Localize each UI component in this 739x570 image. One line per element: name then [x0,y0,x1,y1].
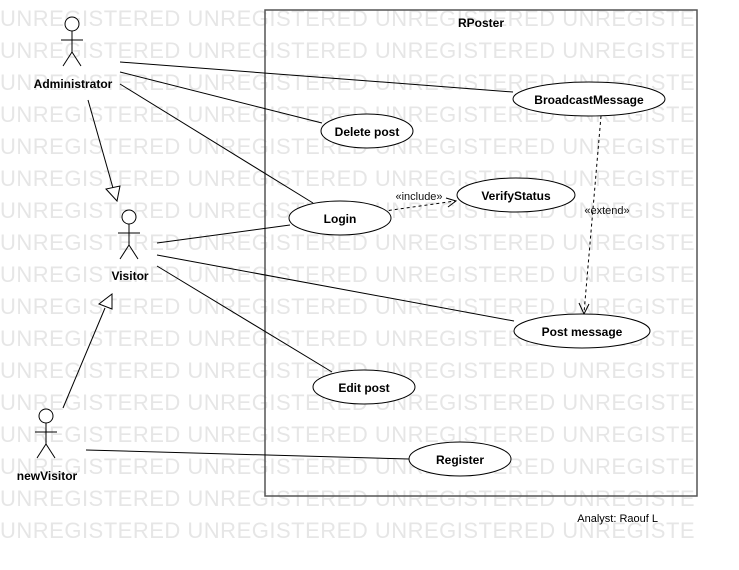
extend-label: «extend» [584,205,629,217]
usecase-register[interactable] [408,441,512,477]
usecase-register-label: Register [436,453,484,467]
actor-administrator-figure[interactable] [61,16,83,67]
usecase-delete-label: Delete post [335,125,400,139]
usecase-login[interactable] [288,200,392,236]
usecase-login-label: Login [324,212,357,226]
analyst-credit: Analyst: Raouf L [577,513,658,525]
gen-newvisitor-visitor-arrow [97,292,113,310]
actor-newvisitor-label: newVisitor [17,469,78,483]
system-boundary [264,9,698,497]
usecase-verify-label: VerifyStatus [481,189,551,203]
watermark-row: UNREGISTERED UNREGISTERED UNREGISTERED U… [0,40,696,62]
usecase-edit-label: Edit post [338,381,389,395]
include-label: «include» [395,191,442,203]
watermark-row: UNREGISTERED UNREGISTERED UNREGISTERED U… [0,264,696,286]
gen-admin-visitor-line [87,99,114,189]
usecase-verify-status[interactable] [456,177,576,213]
watermark-row: UNREGISTERED UNREGISTERED UNREGISTERED U… [0,104,696,126]
system-name: RPoster [458,16,504,30]
gen-newvisitor-visitor-line [62,307,106,409]
gen-admin-visitor-arrow [105,185,121,203]
extend-relation: «extend» [578,115,630,316]
generalizations [62,99,121,409]
usecase-broadcast-message[interactable] [512,81,666,117]
watermark-row: UNREGISTERED UNREGISTERED UNREGISTERED U… [0,520,696,542]
actor-newvisitor-figure[interactable] [35,408,57,459]
assoc-admin-broadcast [119,61,514,93]
watermark-row: UNREGISTERED UNREGISTERED UNREGISTERED U… [0,232,696,254]
usecase-broadcast-label: BroadcastMessage [534,93,644,107]
watermark-row: UNREGISTERED UNREGISTERED UNREGISTERED U… [0,488,696,510]
actor-administrator-label: Administrator [34,77,113,91]
usecase-post-message[interactable] [513,313,651,349]
assoc-visitor-post [156,254,515,322]
actor-visitor-label: Visitor [111,269,148,283]
watermark-row: UNREGISTERED UNREGISTERED UNREGISTERED U… [0,72,696,94]
assoc-admin-login [119,83,314,204]
assoc-admin-delete [119,71,323,124]
assoc-visitor-edit [156,265,333,373]
usecase-delete-post[interactable] [320,113,414,149]
watermark-row: UNREGISTERED UNREGISTERED UNREGISTERED U… [0,456,696,478]
associations [85,61,515,460]
watermark-row: UNREGISTERED UNREGISTERED UNREGISTERED U… [0,8,696,30]
watermark-row: UNREGISTERED UNREGISTERED UNREGISTERED U… [0,424,696,446]
watermark-row: UNREGISTERED UNREGISTERED UNREGISTERED U… [0,296,696,318]
assoc-visitor-login [156,224,291,244]
usecase-edit-post[interactable] [312,369,416,405]
actor-visitor-figure[interactable] [118,209,140,260]
assoc-newvisitor-register [85,449,410,460]
usecase-post-label: Post message [542,325,623,339]
